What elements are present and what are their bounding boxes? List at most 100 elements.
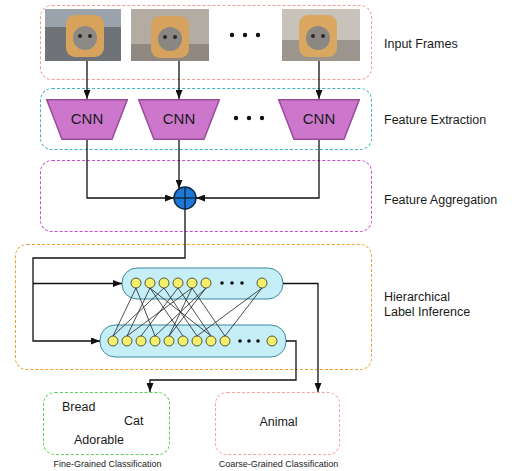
neuron: [178, 336, 188, 346]
ellipsis-dot: [247, 116, 251, 120]
neuron: [122, 336, 132, 346]
neuron: [257, 278, 267, 288]
flow-arrow: [283, 284, 318, 393]
cat-eye: [88, 34, 92, 38]
frame-photo: [131, 9, 209, 61]
stage-region: Feature Aggregation: [40, 160, 372, 232]
cat-eye: [321, 34, 325, 38]
flow-line: [87, 140, 174, 198]
layer-link: [127, 288, 192, 336]
layer-link: [150, 288, 183, 336]
output-box: BreadCatAdorableFine-Grained Classificat…: [43, 392, 170, 455]
layer-link: [197, 288, 262, 336]
neuron-row: [108, 336, 277, 346]
flow-line: [33, 209, 185, 341]
cat-eye: [163, 35, 167, 39]
flow-line: [33, 283, 122, 284]
neuron: [108, 336, 118, 346]
video-frame: [282, 9, 360, 61]
neuron: [164, 336, 174, 346]
flow-line: [150, 341, 296, 392]
cnn-label: CNN: [278, 110, 360, 128]
ellipsis-dot: [220, 281, 224, 285]
frame-photo: [282, 9, 360, 61]
cnn-block: CNN: [278, 99, 360, 140]
ellipsis-dot: [256, 339, 260, 343]
cat-face: [306, 26, 330, 50]
stage-region: Input Frames: [40, 5, 372, 80]
coarse-layer: [122, 268, 283, 299]
layer-connections: [113, 288, 262, 336]
stage-region: Feature ExtractionCNNCNNCNN: [40, 88, 372, 150]
stage-label: Feature Extraction: [384, 113, 509, 128]
flow-line: [318, 61, 319, 99]
flow-arrow: [87, 140, 174, 198]
flow-arrow: [319, 61, 320, 99]
ellipsis-dot: [247, 339, 251, 343]
flow-arrow: [196, 140, 319, 198]
stage-label: Feature Aggregation: [384, 193, 509, 208]
bread-slice: [66, 15, 104, 57]
neuron: [220, 336, 230, 346]
class-label: Animal: [216, 415, 341, 430]
output-box: AnimalCoarse-Grained Classification: [215, 392, 340, 455]
flow-line: [178, 61, 179, 99]
ellipsis-dot: [238, 339, 242, 343]
layer-link: [155, 288, 206, 336]
cat-eye: [311, 34, 315, 38]
flow-arrow: [87, 61, 88, 99]
neuron: [267, 336, 277, 346]
ellipsis-dot: [230, 281, 234, 285]
neuron: [187, 278, 197, 288]
ellipsis-dot: [260, 116, 264, 120]
layer-link: [192, 288, 225, 336]
cat-face: [73, 26, 97, 50]
class-label: Bread: [62, 400, 95, 415]
neuron-row: [131, 278, 267, 288]
bread-slice: [151, 16, 189, 58]
ellipsis-dot: [234, 116, 238, 120]
cat-eye: [78, 34, 82, 38]
flow-arrow: [150, 341, 296, 392]
cat-face: [158, 27, 182, 51]
ellipsis-dot: [240, 281, 244, 285]
stage-label: Input Frames: [384, 37, 509, 52]
frame-photo: [45, 9, 121, 61]
layer-link: [169, 288, 206, 336]
output-caption: Coarse-Grained Classification: [201, 459, 356, 470]
flow-arrow: [179, 61, 180, 99]
flow-line: [86, 61, 87, 99]
video-frame: [45, 9, 121, 61]
cnn-trapezoid: [279, 100, 360, 140]
neuron: [131, 278, 141, 288]
neuron: [206, 336, 216, 346]
cnn-label: CNN: [138, 110, 220, 128]
stage-region: Hierarchical Label Inference: [15, 244, 372, 370]
cnn-trapezoid: [139, 100, 220, 140]
layer-link: [113, 288, 136, 336]
video-frame: [131, 9, 209, 61]
bread-slice: [299, 15, 337, 57]
cnn-block: CNN: [138, 99, 220, 140]
flow-line: [283, 284, 318, 393]
flow-line: [178, 140, 179, 189]
neuron: [201, 278, 211, 288]
neuron: [159, 278, 169, 288]
flow-line: [196, 140, 319, 198]
ellipsis-dot: [256, 33, 260, 37]
neuron: [136, 336, 146, 346]
neuron: [173, 278, 183, 288]
ellipsis-dot: [230, 33, 234, 37]
cnn-label: CNN: [46, 110, 128, 128]
sum-symbol: [174, 187, 196, 209]
class-label: Cat: [124, 414, 143, 429]
layer-link: [113, 288, 164, 336]
layer-link: [178, 288, 211, 336]
cnn-block: CNN: [46, 99, 128, 140]
layer-link: [225, 288, 262, 336]
flow-arrow: [179, 140, 180, 189]
neuron: [192, 336, 202, 346]
neuron: [145, 278, 155, 288]
sum-plus: [184, 187, 186, 209]
